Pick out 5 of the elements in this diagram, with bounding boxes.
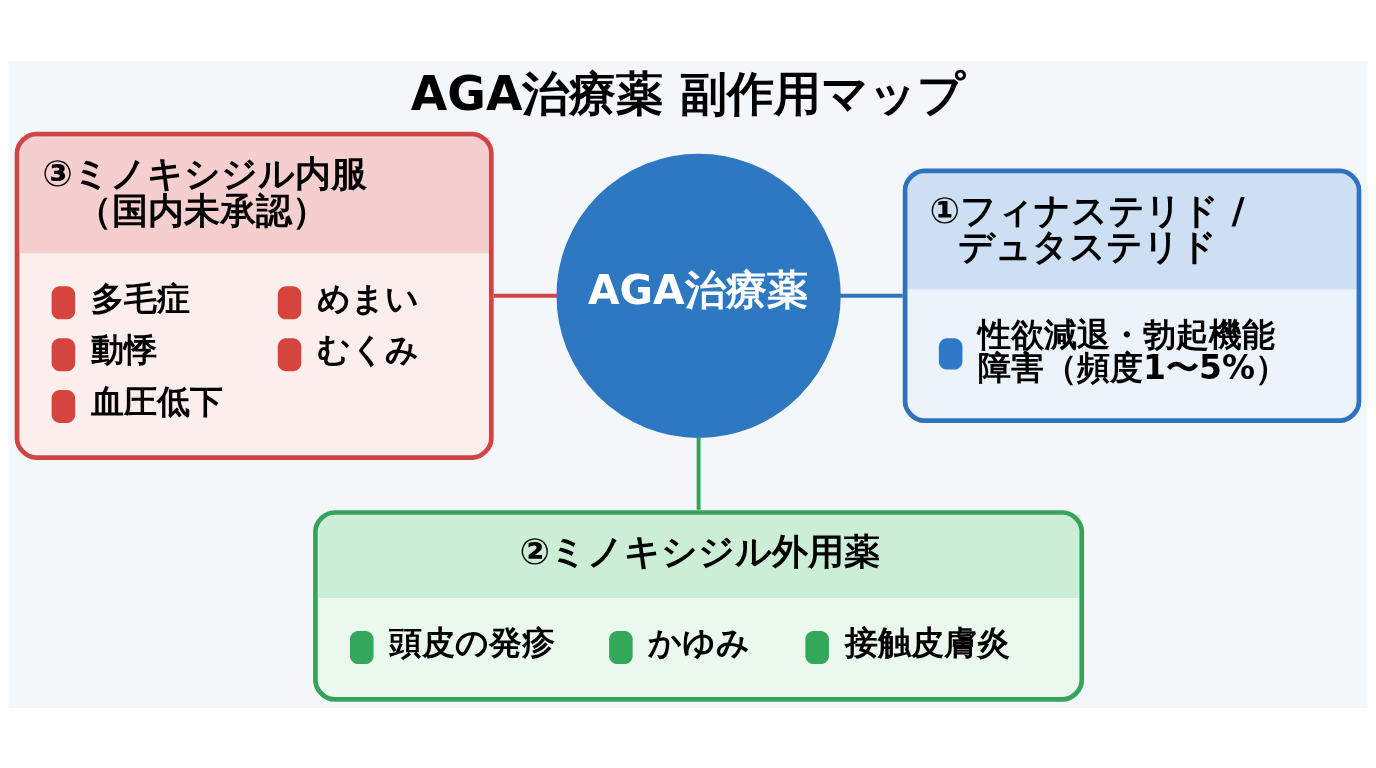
connector (839, 293, 903, 298)
node-circle: AGA治療薬 (556, 153, 841, 438)
connector (696, 436, 701, 510)
connector (493, 293, 557, 298)
diagram-title: AGA治療薬 副作用マップ (410, 65, 965, 121)
